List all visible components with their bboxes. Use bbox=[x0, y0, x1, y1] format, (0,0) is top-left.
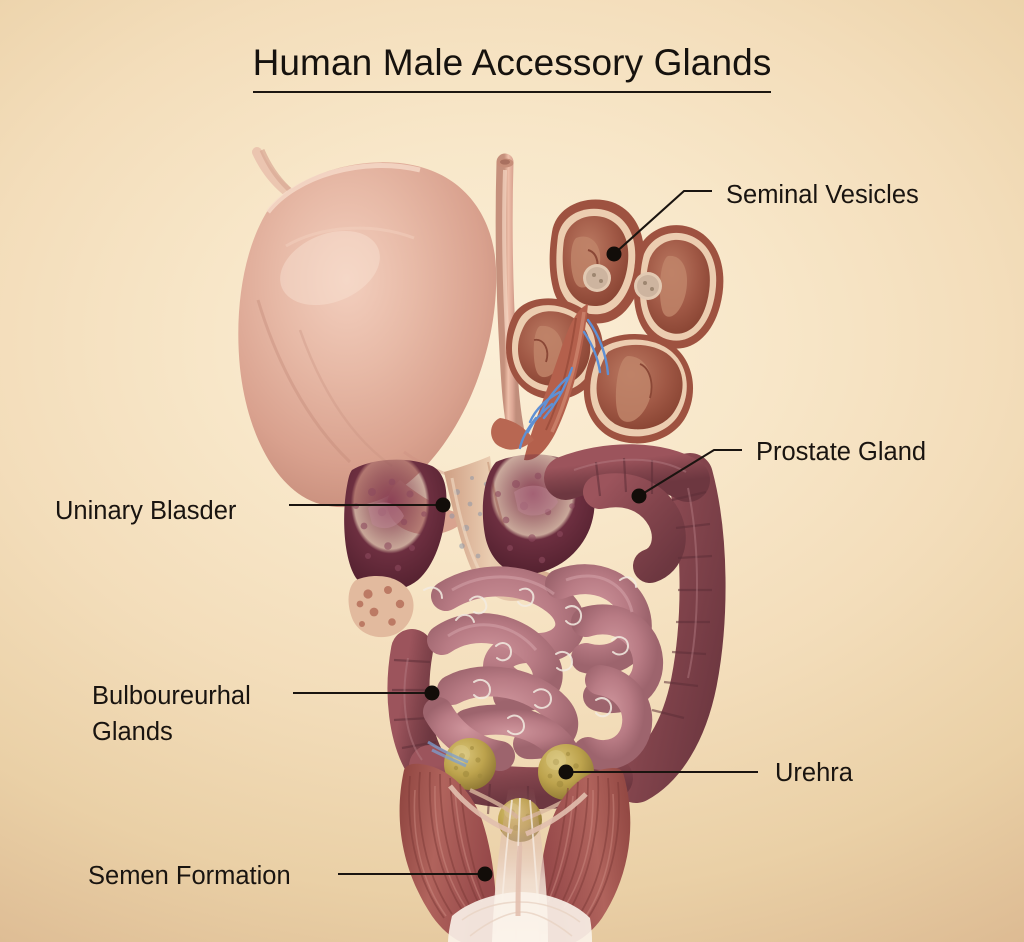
label-urinary-bladder: Uninary Blasder bbox=[55, 497, 237, 525]
pelvic-muscle-right bbox=[538, 768, 631, 942]
label-bulbourethral-glands: Bulboureurhal Glands bbox=[92, 682, 251, 747]
leader-dot-semen-formation bbox=[477, 866, 493, 882]
leader-dots bbox=[424, 246, 647, 882]
leader-dot-seminal-vesicles bbox=[606, 246, 622, 262]
seminal-vesicle-lower-right bbox=[583, 333, 694, 444]
prostate-nodule bbox=[348, 576, 414, 638]
vein-branches bbox=[518, 318, 610, 450]
label-prostate-gland: Prostate Gland bbox=[756, 438, 927, 466]
page-title-text: Human Male Accessory Glands bbox=[252, 42, 772, 93]
urinary-bladder-organ bbox=[238, 162, 497, 535]
seminal-vesicle-upper-right bbox=[634, 225, 724, 349]
seminal-vesicle-upper-left bbox=[549, 199, 645, 324]
pelvic-musculature bbox=[399, 763, 631, 942]
label-semen-formation: Semen Formation bbox=[88, 862, 291, 890]
prostate-gland-organ bbox=[344, 454, 595, 638]
prostate-lobe-left bbox=[344, 459, 447, 592]
leader-line-prostate-gland bbox=[638, 448, 742, 497]
leader-dot-urethra bbox=[558, 764, 574, 780]
leader-line-seminal-vesicles bbox=[613, 189, 712, 255]
ureter-right bbox=[495, 153, 525, 441]
ejaculatory-duct bbox=[491, 304, 588, 461]
small-intestine bbox=[423, 564, 664, 771]
leader-dot-prostate-gland bbox=[631, 488, 647, 504]
label-urethra: Urehra bbox=[775, 759, 853, 787]
seminal-vesicles-organ bbox=[491, 199, 724, 461]
leader-dot-urinary-bladder bbox=[435, 497, 451, 513]
label-seminal-vesicles: Seminal Vesicles bbox=[726, 181, 919, 209]
leader-dot-bulbourethral-glands bbox=[424, 685, 440, 701]
bulbourethral-gland-left bbox=[444, 738, 496, 790]
page-title: Human Male Accessory Glands bbox=[0, 42, 1024, 93]
leader-lines bbox=[289, 189, 758, 876]
